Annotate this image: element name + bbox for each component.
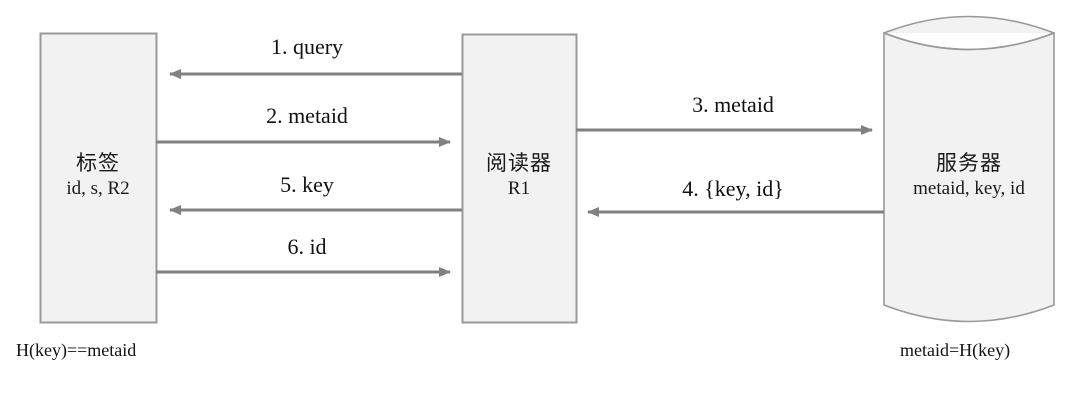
edge-label-4-key-id: 4. {key, id} [682, 176, 784, 201]
node-tag-rect[interactable] [39, 32, 158, 324]
edge-label-3-metaid: 3. metaid [692, 92, 774, 117]
caption-server-condition: metaid=H(key) [900, 340, 1011, 360]
edge-label-2-metaid: 2. metaid [266, 103, 348, 128]
caption-tag-condition: H(key)==metaid [16, 340, 137, 360]
edge-label-1-query: 1. query [270, 34, 344, 59]
edge-label-5-key: 5. key [280, 172, 334, 197]
node-server-cylinder[interactable] [883, 15, 1055, 323]
edge-label-6-id: 6. id [287, 234, 327, 259]
node-reader-rect[interactable] [461, 33, 578, 324]
